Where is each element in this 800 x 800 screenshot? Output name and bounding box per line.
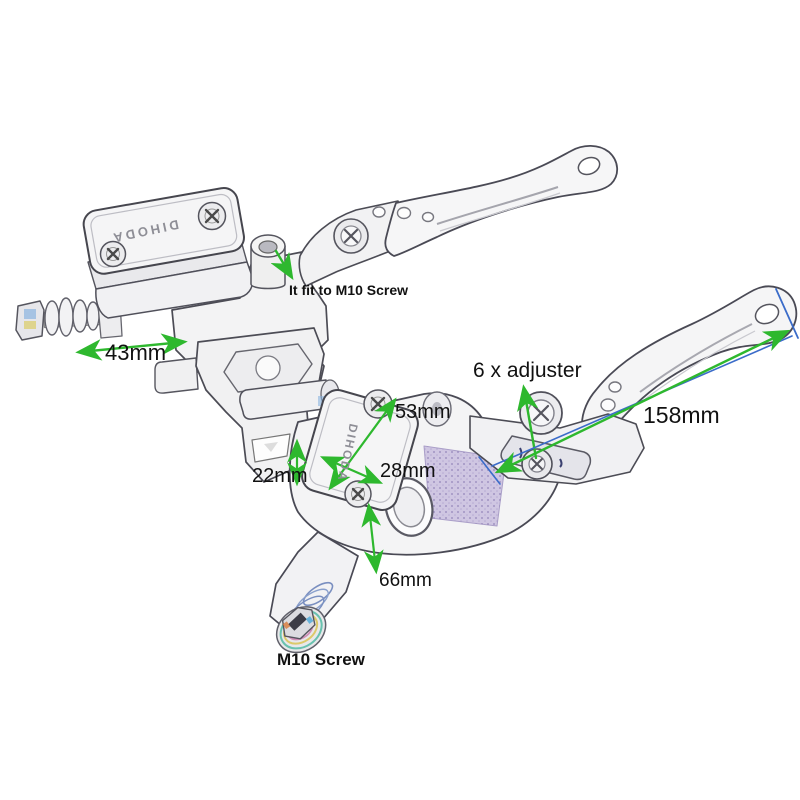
dimension-lines [75, 249, 799, 575]
cap-screw [197, 201, 227, 231]
dim-22mm-label: 22mm [252, 465, 308, 487]
hose-port [422, 391, 452, 427]
dim-28mm-label: 28mm [380, 460, 436, 482]
dim-line-43mm [75, 333, 188, 361]
dim-line-28mm [319, 456, 384, 484]
dim-43mm-label: 43mm [105, 340, 167, 365]
dim-53mm-label: 53mm [395, 401, 451, 423]
cap-screw [344, 480, 372, 508]
upper-lever-assembly [15, 144, 619, 483]
upper-lever-blade [372, 144, 619, 257]
adjuster-note-label: 6 x adjuster [473, 359, 582, 382]
dim-158mm-label: 158mm [643, 402, 720, 428]
mirror-mount-boss [250, 234, 286, 290]
m10-screw-label: M10 Screw [277, 650, 365, 669]
dim-66mm-label: 66mm [379, 570, 432, 591]
m10-banjo-bolt [275, 606, 327, 654]
fit-note-arrow [270, 249, 294, 281]
ref-tick-left [478, 456, 501, 485]
cap-screw [363, 389, 393, 419]
fit-note-label: It fit to M10 Screw [289, 282, 409, 298]
ref-tick-right [775, 288, 799, 339]
dim-line-66mm [361, 502, 384, 575]
pivot-screw [333, 218, 369, 254]
dim-line-158mm [494, 329, 791, 474]
cap-screw [99, 240, 127, 268]
